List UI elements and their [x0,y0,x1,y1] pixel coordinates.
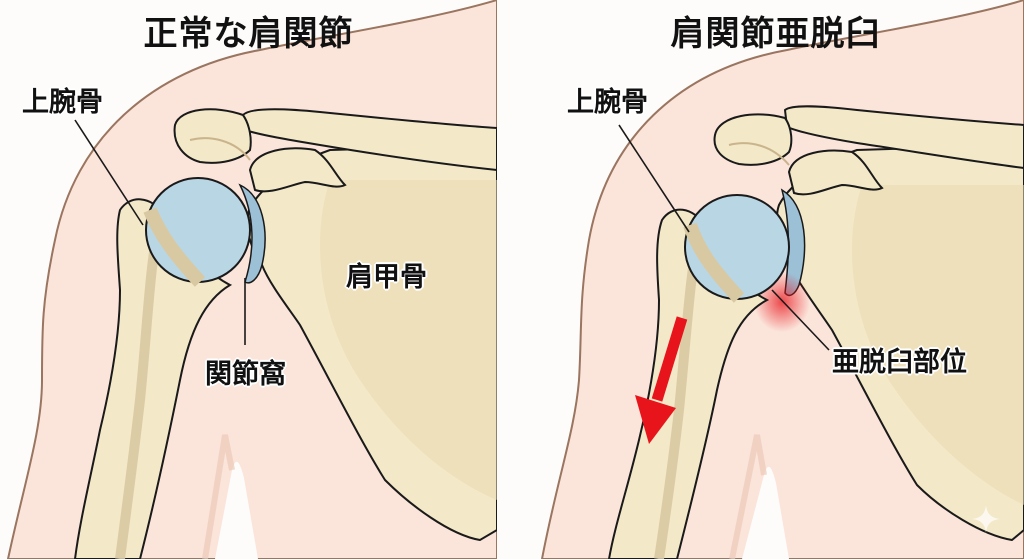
panel-title: 肩関節亜脱臼 [670,14,881,54]
label-humerus: 上腕骨 [567,87,648,118]
clavicle [783,105,1024,170]
coracoid [248,147,347,193]
label-scapula: 肩甲骨 [346,262,427,293]
subluxation-illustration [540,0,1024,559]
coracoid [787,149,884,196]
label-humerus: 上腕骨 [22,87,103,118]
sparkle-icon [972,505,1000,533]
panel-normal-shoulder: 正常な肩関節 上腕骨 関節窩 肩甲骨 [0,0,497,559]
panel-title: 正常な肩関節 [143,14,354,54]
panel-subluxation-shoulder: 肩関節亜脱臼 上腕骨 亜脱臼部位 [527,0,1024,559]
clavicle [241,108,497,172]
leader-line-humerus [74,119,144,226]
acromion [173,108,252,164]
glenoid-fossa [238,183,266,284]
down-arrow-icon [635,316,688,444]
normal-shoulder-illustration [6,0,497,559]
acromion [713,113,793,166]
armpit-fold [215,461,258,559]
label-glenoid: 関節窩 [205,359,286,390]
armpit-fold [742,466,789,559]
label-subluxation-site: 亜脱臼部位 [832,347,967,378]
leader-line-subluxation [771,289,830,351]
leader-line-humerus [618,124,690,233]
